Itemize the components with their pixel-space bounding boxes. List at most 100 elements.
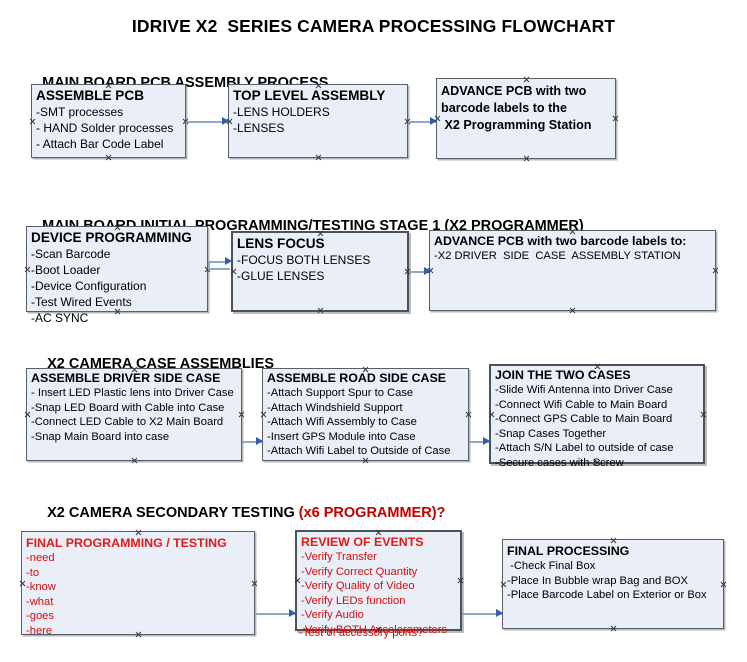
node-line: -Verify LEDs function <box>301 594 406 607</box>
node-line: -X2 DRIVER SIDE CASE ASSEMBLY STATION <box>434 250 681 262</box>
page-title: IDRIVE X2 SERIES CAMERA PROCESSING FLOWC… <box>131 16 616 36</box>
connection-handle-bottom[interactable] <box>131 457 138 464</box>
node-line: -Scan Barcode <box>31 247 111 261</box>
node-line: -Verify BOTH Accelerometers <box>301 623 448 636</box>
node-line: -Device Configuration <box>31 279 147 293</box>
connector-line <box>408 121 436 123</box>
connection-handle-left[interactable] <box>230 268 237 275</box>
node-title: ASSEMBLE DRIVER SIDE CASE <box>31 371 221 385</box>
connection-handle-left[interactable] <box>29 118 36 125</box>
connection-handle-left[interactable] <box>500 581 507 588</box>
node-line: -GLUE LENSES <box>237 269 325 283</box>
connection-handle-top[interactable] <box>523 76 530 83</box>
node-title: ASSEMBLE PCB <box>36 88 145 103</box>
node-title: ADVANCE PCB with two barcode labels to: <box>434 234 687 248</box>
connector-arrow-icon <box>289 609 296 617</box>
connector-line <box>186 121 228 123</box>
node-lens-focus[interactable]: LENS FOCUS -FOCUS BOTH LENSES -GLUE LENS… <box>231 231 409 312</box>
connector-line <box>208 268 230 270</box>
node-line: barcode labels to the <box>441 101 567 115</box>
node-line: -AC SYNC <box>31 311 89 325</box>
connection-handle-left[interactable] <box>294 577 301 584</box>
node-device-programming[interactable]: DEVICE PROGRAMMING -Scan Barcode -Boot L… <box>24 226 208 325</box>
node-title: REVIEW OF EVENTS <box>301 535 424 549</box>
node-line: -Attach Support Spur to Case <box>267 387 414 399</box>
node-title: ASSEMBLE ROAD SIDE CASE <box>267 371 446 385</box>
node-final-processing[interactable]: FINAL PROCESSING -Check Final Box -Place… <box>502 539 724 629</box>
node-title: TOP LEVEL ASSEMBLY <box>233 88 386 103</box>
node-line: -Verify Correct Quantity <box>301 565 418 578</box>
node-line: -need <box>26 552 55 564</box>
node-review-of-events[interactable]: REVIEW OF EVENTS -Verify Transfer -Verif… <box>294 530 462 636</box>
connection-handle-bottom[interactable] <box>317 307 324 314</box>
connector-line <box>409 271 431 273</box>
connector-line <box>469 441 489 443</box>
node-line: -Attach Wifi Label to Outside of Case <box>267 445 451 458</box>
node-line: -Connect Wifi Cable to Main Board <box>495 398 668 411</box>
section-header-secondary-testing: X2 CAMERA SECONDARY TESTING (x6 PROGRAMM… <box>31 489 445 537</box>
node-line: -Connect LED Cable to X2 Main Board <box>31 416 224 429</box>
node-assemble-driver-side-case[interactable]: ASSEMBLE DRIVER SIDE CASE - Insert LED P… <box>26 368 242 461</box>
node-line: -SMT processes <box>36 105 124 119</box>
node-line: -here <box>26 624 53 637</box>
connection-handle-bottom[interactable] <box>610 625 617 632</box>
connection-handle-left[interactable] <box>488 411 495 418</box>
connection-handle-left[interactable] <box>24 266 31 273</box>
connection-handle-bottom[interactable] <box>523 155 530 162</box>
node-top-level-assembly[interactable]: TOP LEVEL ASSEMBLY -LENS HOLDERS -LENSES <box>228 84 408 158</box>
node-line: -Slide Wifi Antenna into Driver Case <box>495 384 673 396</box>
section-header-text: X2 CAMERA SECONDARY TESTING <box>47 505 299 521</box>
node-line: -Test Wired Events <box>31 295 132 309</box>
node-line: -LENS HOLDERS <box>233 105 330 119</box>
node-assemble-road-side-case[interactable]: ASSEMBLE ROAD SIDE CASE -Attach Support … <box>262 368 469 461</box>
node-line: -Boot Loader <box>31 263 101 277</box>
node-line: -Secure cases with Screw <box>495 456 624 469</box>
node-title: FINAL PROCESSING <box>507 544 630 558</box>
node-assemble-pcb[interactable]: ASSEMBLE PCB -SMT processes - HAND Solde… <box>31 84 186 158</box>
node-advance-pcb-to-driver-side-case[interactable]: ADVANCE PCB with two barcode labels to: … <box>429 230 716 311</box>
connection-handle-right[interactable] <box>712 267 719 274</box>
node-line: -Place Barcode Label on Exterior or Box <box>507 589 707 602</box>
node-line: -Insert GPS Module into Case <box>267 430 416 443</box>
node-line: -Snap LED Board with Cable into Case <box>31 401 225 414</box>
node-title: JOIN THE TWO CASES <box>495 368 631 382</box>
connection-handle-bottom[interactable] <box>315 154 322 161</box>
node-overflow-line: -Test of accessory ports? <box>299 627 424 639</box>
connector-line <box>462 613 502 615</box>
node-line: -Verify Quality of Video <box>301 580 415 593</box>
node-title: DEVICE PROGRAMMING <box>31 230 192 245</box>
connection-handle-bottom[interactable] <box>569 307 576 314</box>
connector-arrow-icon <box>430 117 437 125</box>
connector-arrow-icon <box>483 437 490 445</box>
node-line: -Snap Cases Together <box>495 427 607 440</box>
node-line: -LENSES <box>233 121 285 135</box>
node-line: -Verify Audio <box>301 609 364 622</box>
connector-line <box>242 441 262 443</box>
connection-handle-left[interactable] <box>19 580 26 587</box>
connection-handle-bottom[interactable] <box>105 154 112 161</box>
node-line: -Attach Windshield Support <box>267 401 403 414</box>
connection-handle-left[interactable] <box>24 411 31 418</box>
connector-line <box>208 261 210 269</box>
connection-handle-top[interactable] <box>610 537 617 544</box>
node-advance-pcb-to-programming-station[interactable]: ADVANCE PCB with two barcode labels to t… <box>436 78 616 159</box>
node-line: - Insert LED Plastic lens into Driver Ca… <box>31 387 234 399</box>
connection-handle-left[interactable] <box>260 411 267 418</box>
node-line: -Place In Bubble wrap Bag and BOX <box>507 574 688 587</box>
connector-arrow-icon <box>225 257 232 265</box>
node-line: -Snap Main Board into case <box>31 430 170 443</box>
node-line: -Attach S/N Label to outside of case <box>495 442 674 455</box>
node-final-programming-testing[interactable]: FINAL PROGRAMMING / TESTING -need -to -k… <box>19 531 255 637</box>
connector-arrow-icon <box>424 267 431 275</box>
node-line: -goes <box>26 610 54 623</box>
connector-line <box>255 613 295 615</box>
node-line: -to <box>26 566 40 579</box>
section-header-accent-text: (x6 PROGRAMMER)? <box>298 505 446 521</box>
node-join-the-two-cases[interactable]: JOIN THE TWO CASES -Slide Wifi Antenna i… <box>488 364 705 469</box>
node-title: FINAL PROGRAMMING / TESTING <box>26 536 227 550</box>
node-line: -Verify Transfer <box>301 551 377 563</box>
node-line: -Attach Wifi Assembly to Case <box>267 416 417 429</box>
node-line: - HAND Solder processes <box>36 121 174 135</box>
node-line: -what <box>26 595 54 608</box>
